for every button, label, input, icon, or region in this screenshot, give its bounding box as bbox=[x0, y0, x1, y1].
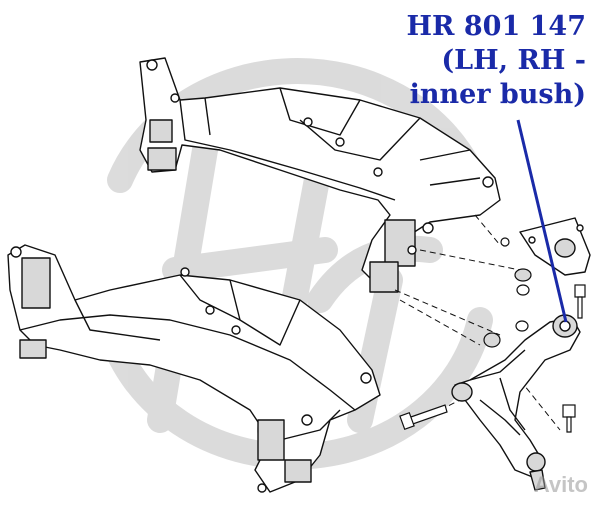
avito-watermark: Avito bbox=[533, 472, 588, 497]
fasteners bbox=[399, 237, 586, 433]
upper-subframe bbox=[139, 57, 501, 293]
part-side-label: (LH, RH - bbox=[441, 45, 586, 76]
part-type-label: inner bush) bbox=[409, 79, 586, 110]
part-number-callout: HR 801 147 (LH, RH - inner bush) bbox=[407, 10, 586, 112]
lower-control-arm bbox=[451, 314, 581, 491]
part-number-label: HR 801 147 bbox=[406, 11, 586, 42]
lower-subframe bbox=[7, 244, 381, 493]
callout-leader-line bbox=[516, 119, 568, 323]
mounting-bracket bbox=[519, 217, 591, 276]
